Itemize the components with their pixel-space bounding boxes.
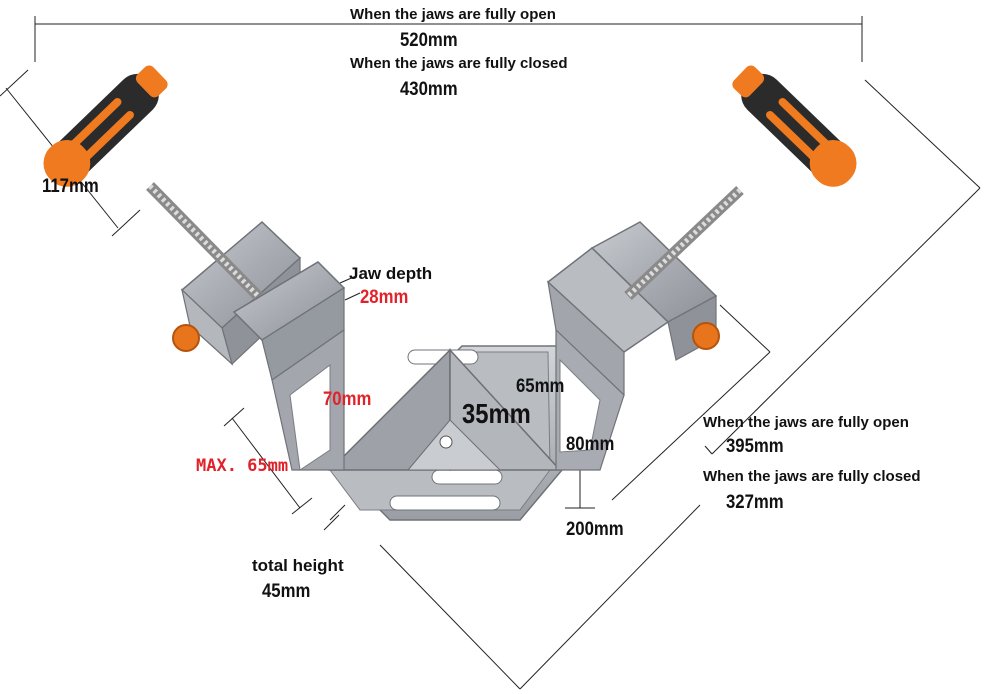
base-plate — [328, 345, 563, 521]
left-screw — [146, 182, 262, 300]
inner-width-label: 65mm — [516, 376, 565, 397]
top-open-value: 520mm — [400, 30, 458, 51]
center-dimension-label: 35mm — [462, 398, 531, 429]
right-jaw — [546, 221, 720, 471]
right-handle — [732, 65, 857, 187]
right-open-value: 395mm — [726, 436, 784, 457]
right-open-caption: When the jaws are fully open — [703, 414, 909, 431]
plate-height-label: 80mm — [566, 434, 615, 455]
right-screw — [624, 186, 744, 300]
top-closed-caption: When the jaws are fully closed — [350, 55, 568, 72]
total-height-caption: total height — [252, 556, 344, 575]
left-handle — [43, 65, 168, 187]
jaw-depth-value: 28mm — [360, 287, 409, 308]
jaw-width-label: 70mm — [323, 389, 372, 410]
jaw-depth-caption: Jaw depth — [349, 264, 433, 283]
total-height-value: 45mm — [262, 581, 311, 602]
handle-length-label: 117mm — [42, 176, 99, 197]
top-closed-value: 430mm — [400, 79, 458, 100]
top-open-caption: When the jaws are fully open — [350, 6, 556, 23]
max-opening-label: MAX. 65mm — [196, 456, 289, 476]
right-closed-caption: When the jaws are fully closed — [703, 468, 921, 485]
right-closed-value: 327mm — [726, 492, 784, 513]
left-jaw — [172, 220, 346, 471]
base-width-label: 200mm — [566, 519, 624, 540]
